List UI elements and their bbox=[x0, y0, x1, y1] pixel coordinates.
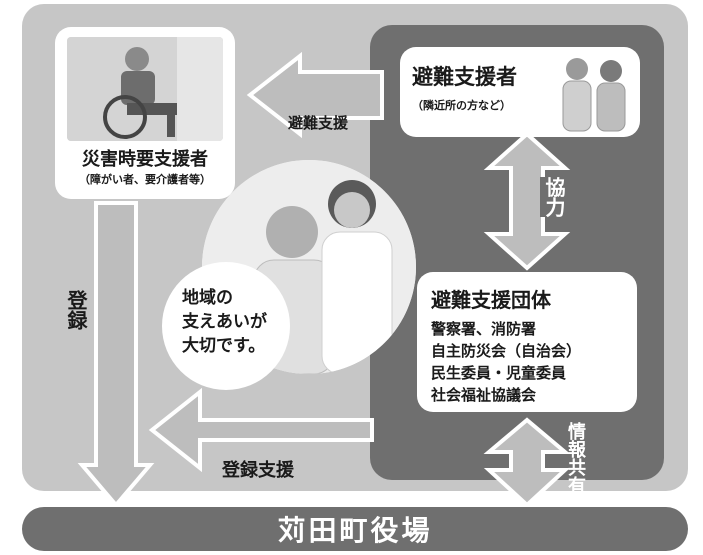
support-organization-title: 避難支援団体 bbox=[431, 288, 551, 312]
bubble-line-2: 支えあいが bbox=[182, 312, 267, 332]
person-needing-support-subtitle: （障がい者、要介護者等） bbox=[79, 173, 211, 186]
organization-line: 警察署、消防署 bbox=[431, 320, 537, 338]
person-needing-support-card: 災害時要支援者 （障がい者、要介護者等） bbox=[55, 27, 235, 199]
town-office-bar: 苅田町役場 bbox=[22, 507, 688, 551]
register-arrow bbox=[77, 201, 155, 509]
evacuation-supporter-card: 避難支援者 （隣近所の方など） bbox=[400, 47, 640, 137]
support-arrow bbox=[246, 51, 384, 139]
register-support-arrow bbox=[148, 387, 374, 473]
town-office-label: 苅田町役場 bbox=[277, 514, 433, 547]
wheelchair-user-photo bbox=[67, 37, 223, 141]
bubble-line-1: 地域の bbox=[182, 288, 233, 308]
organization-line: 社会福祉協議会 bbox=[431, 386, 537, 404]
support-arrow-label: 避難支援 bbox=[288, 114, 349, 132]
register-support-arrow-label: 登録支援 bbox=[222, 460, 294, 481]
register-arrow-label: 登録 bbox=[64, 290, 88, 330]
cooperate-arrow-label: 協力 bbox=[540, 177, 569, 217]
organization-line: 民生委員・児童委員 bbox=[431, 364, 567, 382]
wheelchair-icon bbox=[67, 37, 223, 141]
support-organization-card: 避難支援団体 警察署、消防署 自主防災会（自治会） 民生委員・児童委員 社会福祉… bbox=[417, 272, 637, 412]
evacuation-supporter-subtitle: （隣近所の方など） bbox=[412, 99, 511, 112]
bubble-line-3: 大切です。 bbox=[182, 336, 266, 356]
message-bubble: 地域の 支えあいが 大切です。 bbox=[162, 262, 290, 390]
info-share-arrow bbox=[483, 417, 571, 508]
cooperate-arrow bbox=[483, 131, 571, 271]
person-needing-support-title: 災害時要支援者 bbox=[82, 149, 208, 170]
organization-line: 自主防災会（自治会） bbox=[431, 342, 582, 360]
elderly-couple-photo bbox=[562, 58, 626, 132]
evacuation-supporter-title: 避難支援者 bbox=[412, 65, 517, 89]
info-share-arrow-label: 情報共有 bbox=[565, 422, 586, 494]
